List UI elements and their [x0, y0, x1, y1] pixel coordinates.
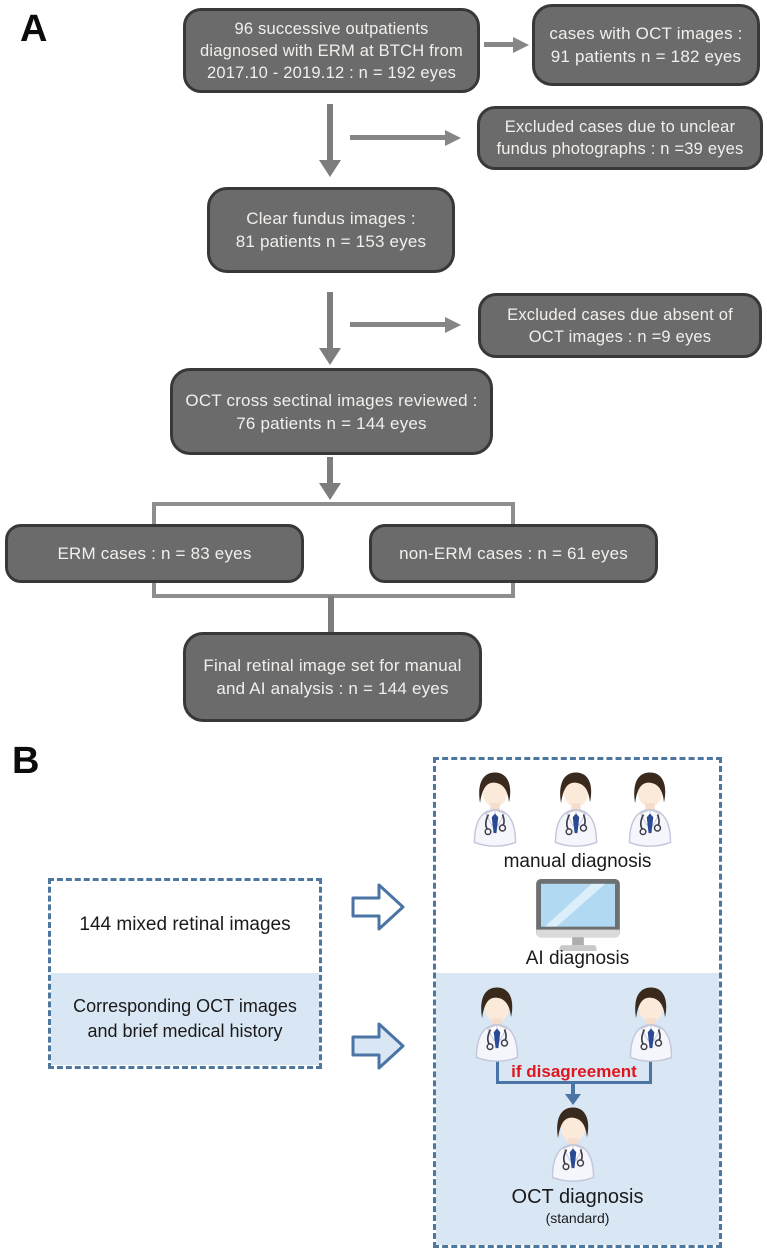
- doctor-icon: [622, 767, 678, 847]
- box-outpatients: 96 successive outpatients diagnosed with…: [183, 8, 480, 93]
- diagnosis-dashed-box: [433, 757, 722, 1248]
- block-arrow-icon: [350, 1020, 406, 1072]
- box-non-erm-cases-line1: non-ERM cases : n = 61 eyes: [399, 544, 628, 563]
- flow-arrow-head-icon: [445, 317, 461, 333]
- doctor-icon: [623, 982, 679, 1062]
- input-box-blue-section: [51, 973, 319, 1065]
- box-excluded-oct-line2: OCT images : n =9 eyes: [528, 327, 712, 346]
- input-bottom-label: Corresponding OCT images and brief medic…: [55, 994, 315, 1044]
- flow-arrow-head-icon: [445, 130, 461, 146]
- box-final-set-line2: and AI analysis : n = 144 eyes: [216, 679, 449, 698]
- flow-arrow-icon: [350, 322, 446, 327]
- box-excluded-oct: Excluded cases due absent of OCT images …: [478, 293, 762, 358]
- box-oct-reviewed-line2: 76 patients n = 144 eyes: [236, 413, 427, 433]
- disagreement-bracket: [496, 1060, 652, 1084]
- box-non-erm-cases: non-ERM cases : n = 61 eyes: [369, 524, 658, 583]
- box-excluded-fundus-line1: Excluded cases due to unclear: [504, 118, 736, 136]
- flow-arrow-icon: [350, 135, 446, 140]
- box-erm-cases-line1: ERM cases : n = 83 eyes: [57, 544, 252, 563]
- down-arrow-icon: [571, 1084, 575, 1094]
- block-arrow-icon: [350, 881, 406, 933]
- box-outpatients-line3: 2017.10 - 2019.12 : n = 192 eyes: [206, 63, 457, 82]
- box-oct-cases: cases with OCT images : 91 patients n = …: [532, 4, 760, 86]
- box-outpatients-line1: 96 successive outpatients: [234, 19, 429, 38]
- box-clear-fundus: Clear fundus images : 81 patients n = 15…: [207, 187, 455, 273]
- doctor-icon: [548, 767, 604, 847]
- panel-b-label: B: [12, 740, 40, 782]
- box-excluded-oct-line1: Excluded cases due absent of: [507, 305, 733, 324]
- manual-diagnosis-label: manual diagnosis: [503, 851, 652, 872]
- flow-arrow-icon: [484, 42, 514, 47]
- input-bottom-line1: Corresponding OCT images: [73, 996, 297, 1016]
- doctor-icon: [469, 982, 525, 1062]
- down-arrow-head-icon: [565, 1094, 581, 1105]
- flow-arrow-head-icon: [513, 37, 529, 53]
- oct-diagnosis-label: OCT diagnosis: [511, 1186, 644, 1208]
- input-top-label: 144 mixed retinal images: [79, 914, 291, 935]
- flow-arrow-icon: [327, 457, 333, 485]
- box-oct-cases-line1: cases with OCT images :: [549, 24, 743, 43]
- monitor-icon: [532, 877, 624, 951]
- doctor-icon: [545, 1102, 601, 1182]
- box-final-set: Final retinal image set for manual and A…: [183, 632, 482, 722]
- box-clear-fundus-line2: 81 patients n = 153 eyes: [235, 232, 427, 251]
- flow-arrow-head-icon: [319, 160, 341, 177]
- box-final-set-line1: Final retinal image set for manual: [203, 656, 462, 675]
- doctor-icon: [467, 767, 523, 847]
- flow-arrow-icon: [327, 104, 333, 162]
- input-dashed-box: [48, 878, 322, 1069]
- flow-arrow-head-icon: [319, 483, 341, 500]
- box-clear-fundus-line1: Clear fundus images :: [246, 209, 416, 228]
- box-excluded-fundus: Excluded cases due to unclear fundus pho…: [477, 106, 763, 170]
- if-disagreement-label: if disagreement: [511, 1062, 637, 1081]
- box-outpatients-line2: diagnosed with ERM at BTCH from: [200, 41, 463, 60]
- box-erm-cases: ERM cases : n = 83 eyes: [5, 524, 304, 583]
- box-oct-cases-line2: 91 patients n = 182 eyes: [550, 47, 742, 66]
- panel-a-label: A: [20, 8, 48, 50]
- flow-arrow-icon: [327, 292, 333, 350]
- flow-arrow-head-icon: [319, 348, 341, 365]
- ai-diagnosis-label: AI diagnosis: [525, 948, 630, 969]
- flow-connector-line: [328, 596, 334, 634]
- standard-label: (standard): [545, 1210, 610, 1226]
- input-bottom-line2: and brief medical history: [87, 1021, 283, 1041]
- box-excluded-fundus-line2: fundus photographs : n =39 eyes: [496, 140, 744, 158]
- box-oct-reviewed: OCT cross sectinal images reviewed : 76 …: [170, 368, 493, 455]
- box-oct-reviewed-line1: OCT cross sectinal images reviewed :: [185, 390, 478, 410]
